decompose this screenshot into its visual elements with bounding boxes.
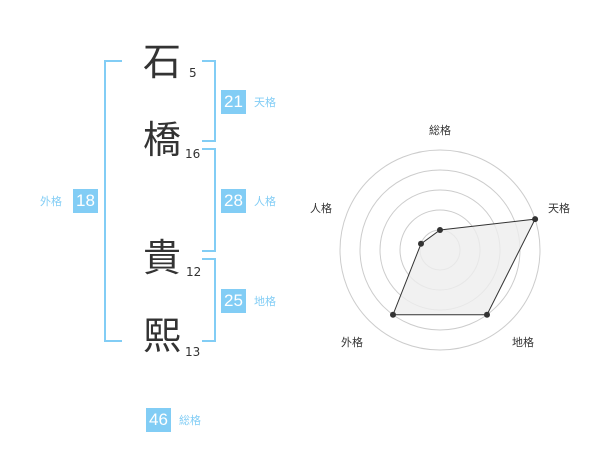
- radar-point-3: [484, 311, 490, 318]
- name-char-1: 石: [143, 40, 182, 84]
- radar-axis-label-3: 地格: [512, 335, 534, 349]
- jinkaku-label: 人格: [254, 195, 276, 208]
- name-char-4: 熙: [143, 314, 182, 358]
- radar-axis-label-1: 総格: [429, 123, 451, 137]
- soukaku-label: 総格: [179, 414, 201, 427]
- soukaku-value: 46: [146, 408, 171, 432]
- jinkaku-bracket: [202, 148, 216, 252]
- tenkaku-label: 天格: [254, 96, 276, 109]
- radar-point-4: [390, 311, 396, 318]
- radar-axis-label-5: 人格: [310, 201, 332, 215]
- radar-polygon: [392, 218, 536, 316]
- stroke-count-2: 16: [185, 147, 201, 161]
- tenkaku-value: 21: [221, 90, 246, 114]
- name-char-3: 貴: [143, 236, 182, 280]
- gaikaku-bracket: [104, 60, 122, 342]
- stroke-count-3: 12: [186, 265, 202, 279]
- radar-point-5: [418, 240, 424, 247]
- radar-point-1: [437, 227, 443, 233]
- radar-axis-label-2: 天格: [548, 201, 570, 215]
- chikaku-bracket: [202, 258, 216, 342]
- tenkaku-bracket: [202, 60, 216, 142]
- gaikaku-value: 18: [73, 189, 98, 213]
- radar-ring-5: [339, 149, 541, 351]
- radar-point-2: [532, 216, 539, 223]
- chikaku-value: 25: [221, 289, 246, 313]
- chikaku-label: 地格: [254, 295, 276, 308]
- gaikaku-label: 外格: [40, 195, 62, 208]
- jinkaku-value: 28: [221, 189, 246, 213]
- stroke-count-1: 5: [189, 66, 197, 80]
- name-char-2: 橋: [143, 118, 182, 162]
- radar-axis-label-4: 外格: [341, 335, 363, 349]
- stroke-count-4: 13: [185, 345, 201, 359]
